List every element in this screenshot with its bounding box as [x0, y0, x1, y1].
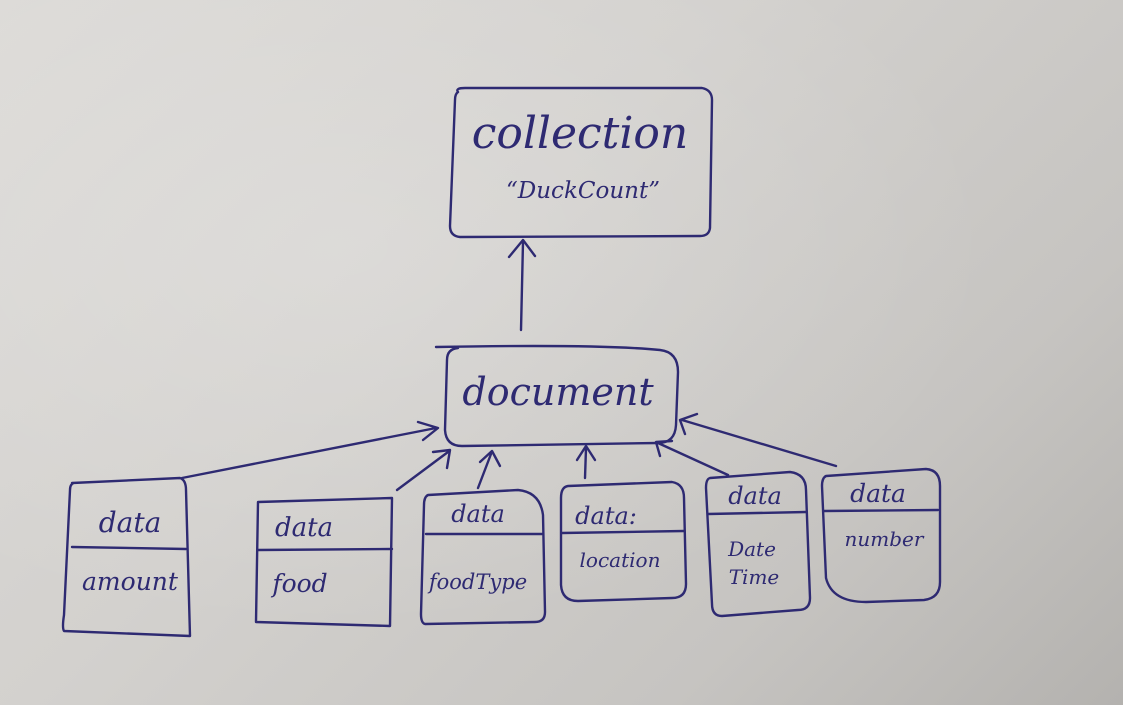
arrow-food-to-document	[395, 448, 452, 492]
document-title: document	[462, 370, 654, 414]
field-value-location: location	[580, 548, 661, 572]
arrow-document-to-collection	[507, 238, 537, 332]
field-header-foodtype: data	[451, 500, 505, 528]
collection-name: “DuckCount”	[506, 178, 660, 204]
field-value-amount: amount	[82, 567, 179, 596]
collection-title: collection	[472, 108, 689, 159]
field-header-datetime: data	[728, 482, 782, 510]
field-box-number: data number	[820, 467, 942, 604]
document-node: document	[434, 344, 680, 448]
field-header-food: data	[275, 513, 333, 543]
field-header-number: data	[850, 479, 906, 508]
collection-box	[448, 86, 714, 239]
arrow-location-to-document	[575, 444, 597, 480]
field-value-number: number	[845, 527, 925, 551]
arrow-number-to-document	[678, 412, 838, 468]
field-box-foodtype: data foodType	[419, 488, 547, 626]
arrow-datetime-to-document	[654, 439, 730, 477]
document-box	[434, 344, 680, 448]
arrow-foodtype-to-document	[476, 449, 502, 490]
field-box-location: data: location	[559, 480, 688, 603]
field-value-food: food	[270, 569, 327, 598]
field-box-food: data food	[254, 496, 394, 628]
arrow-amount-to-document	[180, 420, 440, 480]
field-value-datetime-line2: Time	[729, 565, 780, 589]
field-header-amount: data	[99, 506, 162, 539]
collection-node: collection “DuckCount”	[448, 86, 714, 239]
field-box-datetime: data Date Time	[704, 470, 812, 618]
field-value-foodtype: foodType	[427, 570, 527, 594]
field-box-amount: data amount	[61, 476, 192, 638]
field-header-location: data:	[575, 502, 637, 530]
field-value-datetime: Date	[727, 537, 776, 561]
